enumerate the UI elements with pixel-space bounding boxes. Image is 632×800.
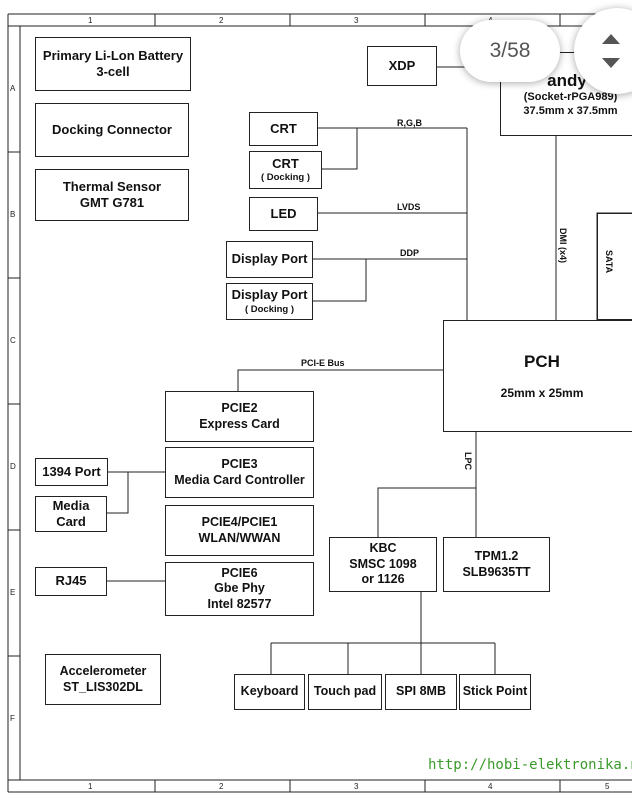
ruler-row-f: F: [10, 714, 15, 723]
ruler-col-3-bottom: 3: [354, 782, 359, 791]
watermark-url: http://hobi-elektronika.ne: [428, 757, 632, 773]
xdp-block: XDP: [367, 46, 437, 86]
rj45-label: RJ45: [55, 573, 87, 589]
dmi-label: DMI (x4): [558, 228, 568, 264]
display-port-docking-block: Display Port ( Docking ): [226, 283, 313, 320]
ruler-col-2: 2: [219, 16, 224, 25]
tpm-title: TPM1.2: [474, 548, 519, 563]
led-label: LED: [270, 205, 297, 221]
pcie3-sub: Media Card Controller: [174, 472, 305, 487]
touch-pad-label: Touch pad: [313, 684, 377, 699]
pcie4-block: PCIE4/PCIE1 WLAN/WWAN: [165, 505, 314, 556]
rgb-label: R,G,B: [397, 118, 423, 128]
rj45-block: RJ45: [35, 567, 107, 596]
pcie4-title: PCIE4/PCIE1: [201, 514, 278, 529]
kbc-part: SMSC 1098: [349, 556, 417, 571]
spi-label: SPI 8MB: [395, 684, 446, 699]
ruler-col-2-bottom: 2: [219, 782, 224, 791]
pcie2-title: PCIE2: [221, 400, 258, 415]
port-1394-label: 1394 Port: [42, 463, 101, 479]
ruler-row-d: D: [10, 462, 16, 471]
crt-docking-sub: ( Docking ): [260, 172, 311, 184]
spi-block: SPI 8MB: [385, 674, 457, 710]
page-counter-text: 3/58: [489, 39, 531, 62]
ruler-col-1: 1: [88, 16, 93, 25]
battery-cells: 3-cell: [96, 64, 130, 79]
ruler-col-5-bottom: 5: [605, 782, 610, 791]
docking-connector-block: Docking Connector: [35, 103, 189, 157]
ruler-row-e: E: [10, 588, 16, 597]
ruler-col-4-bottom: 4: [488, 782, 493, 791]
crt-docking-title: CRT: [272, 155, 299, 171]
media-card-label: Media Card: [52, 497, 90, 529]
display-port-docking-sub: ( Docking ): [244, 303, 295, 315]
keyboard-block: Keyboard: [234, 674, 305, 710]
pcie6-title: PCIE6: [221, 565, 258, 580]
kbc-title: KBC: [369, 541, 397, 556]
tpm-block: TPM1.2 SLB9635TT: [443, 537, 550, 592]
xdp-label: XDP: [388, 57, 416, 73]
touch-pad-block: Touch pad: [308, 674, 382, 710]
cpu-size: 37.5mm x 37.5mm: [523, 104, 618, 117]
display-port-block: Display Port: [226, 241, 313, 278]
tpm-part: SLB9635TT: [462, 564, 531, 579]
crt-label: CRT: [270, 120, 297, 136]
docking-connector-label: Docking Connector: [52, 121, 172, 137]
chevron-down-icon[interactable]: [602, 58, 620, 68]
pch-block: PCH 25mm x 25mm: [443, 320, 632, 432]
lvds-label: LVDS: [397, 202, 421, 212]
port-1394-block: 1394 Port: [35, 458, 108, 486]
pcie3-block: PCIE3 Media Card Controller: [165, 447, 314, 498]
pch-size: 25mm x 25mm: [500, 386, 584, 401]
ruler-row-c: C: [10, 336, 16, 345]
pch-title: PCH: [524, 351, 560, 371]
pcie4-sub: WLAN/WWAN: [198, 530, 281, 545]
sata-block: [597, 213, 632, 320]
pcie2-sub: Express Card: [199, 416, 280, 431]
thermal-sensor-title: Thermal Sensor: [62, 178, 162, 194]
media-card-block: Media Card: [35, 496, 107, 532]
chevron-up-icon[interactable]: [602, 34, 620, 44]
sata-label: SATA: [604, 250, 614, 274]
battery-block: Primary Li-Lon Battery 3-cell: [35, 37, 191, 91]
led-block: LED: [249, 197, 318, 231]
ruler-col-3: 3: [354, 16, 359, 25]
thermal-sensor-block: Thermal Sensor GMT G781: [35, 169, 189, 221]
pcie6-part: Intel 82577: [207, 596, 272, 611]
pcie-bus-label: PCI-E Bus: [301, 358, 345, 368]
stick-point-block: Stick Point: [459, 674, 531, 710]
kbc-alt: or 1126: [361, 572, 405, 587]
accelerometer-block: Accelerometer ST_LIS302DL: [45, 654, 161, 705]
pcie2-block: PCIE2 Express Card: [165, 391, 314, 442]
keyboard-label: Keyboard: [240, 684, 299, 699]
accelerometer-part: ST_LIS302DL: [63, 679, 143, 694]
pcie3-title: PCIE3: [221, 456, 258, 471]
display-port-label: Display Port: [231, 251, 308, 267]
pcie6-block: PCIE6 Gbe Phy Intel 82577: [165, 562, 314, 616]
thermal-sensor-part: GMT G781: [79, 195, 145, 210]
display-port-docking-title: Display Port: [231, 287, 308, 303]
cpu-socket: (Socket-rPGA989): [523, 90, 618, 103]
ddp-label: DDP: [400, 248, 420, 258]
pcie6-sub: Gbe Phy: [214, 581, 265, 596]
ruler-row-a: A: [10, 84, 16, 93]
ruler-row-b: B: [10, 210, 16, 219]
stick-point-label: Stick Point: [462, 684, 528, 699]
crt-docking-block: CRT ( Docking ): [249, 151, 322, 189]
page-counter: 3/58: [460, 20, 560, 82]
accelerometer-title: Accelerometer: [59, 663, 147, 678]
kbc-block: KBC SMSC 1098 or 1126: [329, 537, 437, 592]
battery-title: Primary Li-Lon Battery: [42, 47, 184, 63]
ruler-col-1-bottom: 1: [88, 782, 93, 791]
lpc-label: LPC: [463, 452, 473, 470]
crt-block: CRT: [249, 112, 318, 146]
